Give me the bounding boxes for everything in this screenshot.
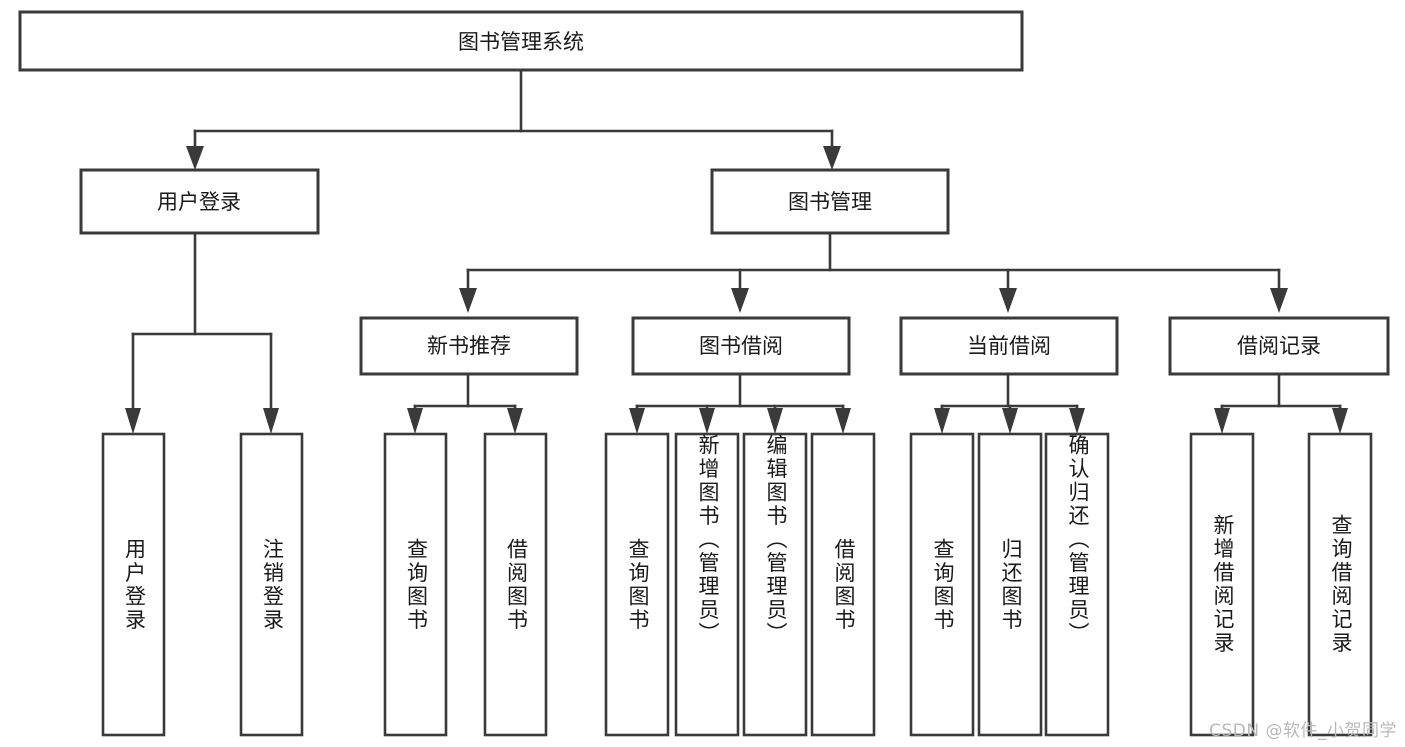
node-book-manage-label: 图书管理 [788, 190, 872, 214]
node-current-borrow-label: 当前借阅 [967, 334, 1051, 358]
arrow-leaf-query-book-1 [407, 408, 423, 434]
connector-root-to-level2 [186, 68, 841, 170]
arrow-leaf-query-book-2 [629, 408, 645, 434]
arrow-to-book-manage [823, 146, 841, 170]
node-root-label: 图书管理系统 [458, 30, 584, 54]
csdn-watermark: CSDN @软件_小贺同学 [1209, 721, 1397, 741]
leaf-boxes-book-borrow [604, 432, 876, 737]
leaf-box-add-book[interactable] [674, 432, 740, 737]
node-new-book-rec-label: 新书推荐 [427, 334, 511, 358]
leaf-boxes-borrow-record [1189, 432, 1373, 737]
node-book-borrow-box [631, 316, 851, 376]
node-current-borrow-box [899, 316, 1119, 376]
leaf-box-confirm-return[interactable] [1044, 432, 1110, 737]
node-book-manage[interactable]: 图书管理 [710, 168, 950, 235]
leaf-box-query-record[interactable] [1307, 432, 1373, 737]
arrow-leaf-confirm-return [1069, 408, 1085, 434]
arrow-to-book-borrow [731, 288, 749, 313]
leaf-box-return-book[interactable] [977, 432, 1043, 737]
arrow-leaf-user-logout [263, 408, 279, 434]
leaf-box-query-book-3[interactable] [909, 432, 975, 737]
node-new-book-rec[interactable]: 新书推荐 [359, 316, 579, 376]
connector-userlogin-to-leaves [125, 231, 279, 434]
node-user-login-label: 用户登录 [157, 190, 241, 214]
leaf-boxes-user-login [101, 432, 304, 737]
node-current-borrow[interactable]: 当前借阅 [899, 316, 1119, 376]
arrow-leaf-user-login [125, 408, 141, 434]
node-borrow-record-box [1168, 316, 1390, 376]
leaf-box-edit-book[interactable] [742, 432, 808, 737]
arrow-leaf-query-record [1332, 408, 1348, 434]
leaf-box-query-book-2[interactable] [604, 432, 670, 737]
connector-borrowrecord-to-leaves [1214, 372, 1348, 434]
node-borrow-record-label: 借阅记录 [1237, 334, 1321, 358]
node-book-borrow[interactable]: 图书借阅 [631, 316, 851, 376]
arrow-to-current-borrow [999, 288, 1017, 313]
arrow-to-borrow-record [1270, 288, 1288, 313]
connector-bookborrow-to-leaves [629, 372, 851, 434]
leaf-box-query-book-1[interactable] [383, 432, 448, 737]
arrow-leaf-borrow-book-2 [835, 408, 851, 434]
leaf-box-borrow-book-2[interactable] [810, 432, 876, 737]
leaf-box-user-login[interactable] [101, 432, 166, 737]
node-user-login-box [79, 168, 320, 235]
node-user-login[interactable]: 用户登录 [79, 168, 320, 235]
node-new-book-rec-box [359, 316, 579, 376]
leaf-box-borrow-book-1[interactable] [483, 432, 548, 737]
arrow-leaf-add-record [1214, 408, 1230, 434]
node-book-borrow-label: 图书借阅 [699, 334, 783, 358]
leaf-boxes-current-borrow [909, 432, 1110, 737]
arrow-to-user-login [186, 146, 204, 170]
node-root-box [18, 10, 1024, 72]
connector-bookmanage-to-level3 [459, 231, 1288, 313]
node-root[interactable]: 图书管理系统 [18, 10, 1024, 72]
leaf-box-user-logout[interactable] [239, 432, 304, 737]
connector-newbookrec-to-leaves [407, 372, 523, 434]
arrow-leaf-borrow-book-1 [507, 408, 523, 434]
node-book-manage-box [710, 168, 950, 235]
arrow-to-new-book-rec [459, 288, 477, 313]
arrow-leaf-add-book [699, 408, 715, 434]
leaf-boxes-new-book-rec [383, 432, 548, 737]
arrow-leaf-edit-book [767, 408, 783, 434]
node-borrow-record[interactable]: 借阅记录 [1168, 316, 1390, 376]
arrow-leaf-return-book [1002, 408, 1018, 434]
connector-currentborrow-to-leaves [934, 372, 1085, 434]
arrow-leaf-query-book-3 [934, 408, 950, 434]
leaf-box-add-record[interactable] [1189, 432, 1255, 737]
